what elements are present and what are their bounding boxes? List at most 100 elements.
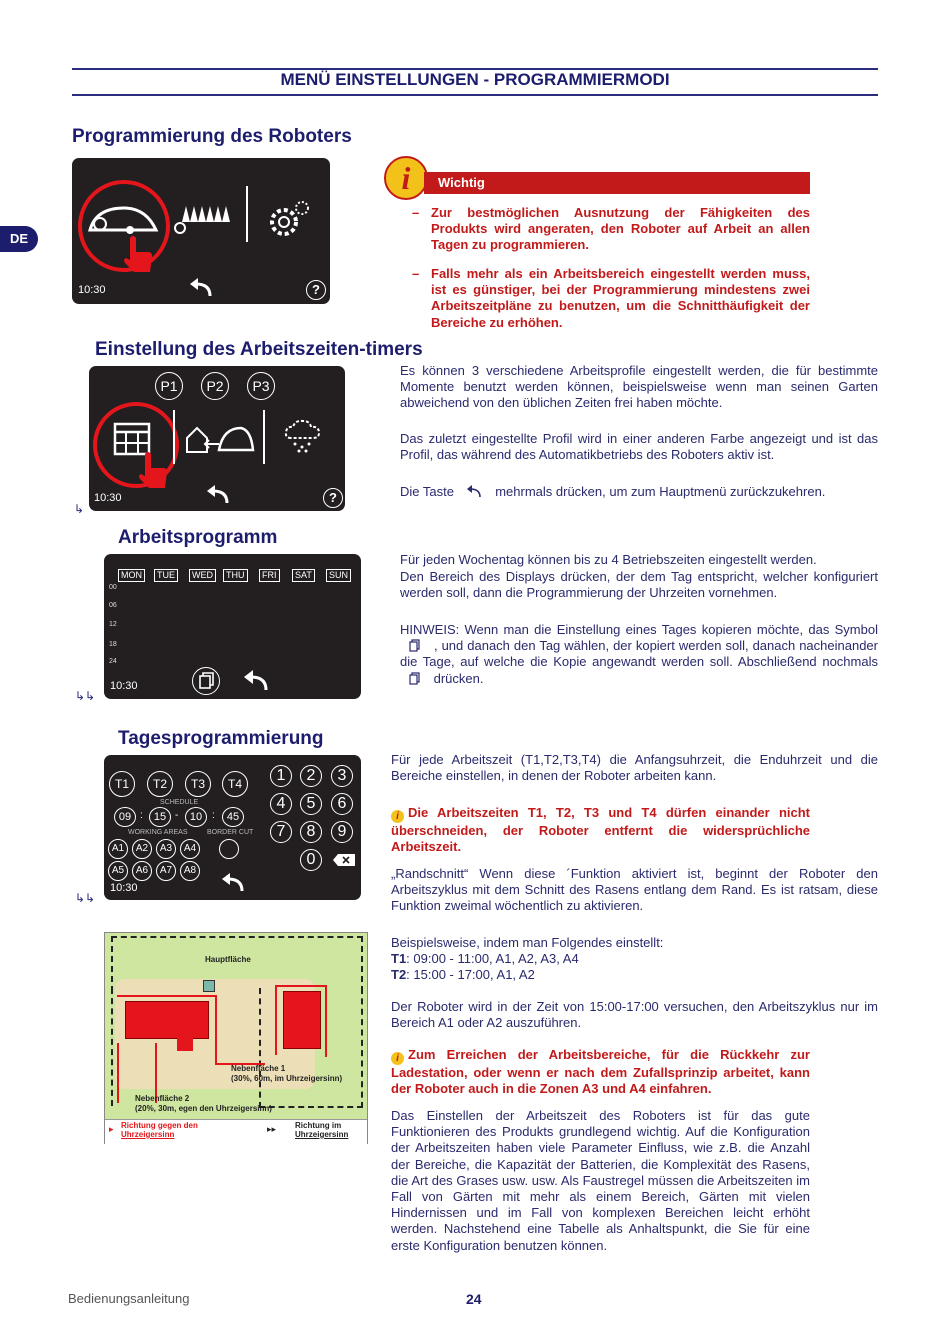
- slot-t2[interactable]: T2: [147, 771, 173, 797]
- important-item-1: – Zur bestmöglichen Ausnutzung der Fähig…: [412, 205, 810, 253]
- legend-ccw-1: Richtung gegen den: [121, 1121, 198, 1130]
- area-a3[interactable]: A3: [156, 839, 176, 859]
- page-number: 24: [466, 1291, 482, 1307]
- path-line: [117, 1043, 119, 1103]
- path-line: [275, 985, 277, 1055]
- slot-t1[interactable]: T1: [109, 771, 135, 797]
- area1-label-1: Nebenfläche 1: [231, 1064, 286, 1073]
- day-thu[interactable]: THU: [223, 569, 248, 582]
- area-a7[interactable]: A7: [156, 861, 176, 881]
- rain-cloud-icon[interactable]: [283, 418, 323, 454]
- schedule-start-minute[interactable]: 15: [149, 807, 171, 827]
- path-line: [325, 985, 327, 1057]
- day-fri[interactable]: FRI: [259, 569, 280, 582]
- important-banner: Wichtig: [424, 172, 810, 194]
- path-line: [117, 995, 217, 997]
- legend-cw-2: Uhrzeigersinn: [295, 1130, 349, 1139]
- area-a1[interactable]: A1: [108, 839, 128, 859]
- area-a8[interactable]: A8: [180, 861, 200, 881]
- screen-time: 10:30: [110, 882, 138, 894]
- screen-main-menu: 10:30 ?: [72, 158, 330, 304]
- screen-weekly-program: MON TUE WED THU FRI SAT SUN 00 06 12 18 …: [104, 554, 361, 699]
- copy-icon: [199, 672, 214, 689]
- key-8[interactable]: 8: [300, 821, 322, 843]
- profile-p2[interactable]: P2: [201, 372, 229, 400]
- hand-pointer-icon: [124, 236, 152, 272]
- back-arrow-icon[interactable]: [188, 276, 214, 298]
- text-example-result: Der Roboter wird in der Zeit von 15:00-1…: [391, 999, 878, 1031]
- header-rule-bottom: [72, 94, 878, 96]
- important-label: Wichtig: [438, 175, 485, 190]
- schedule-start-hour[interactable]: 09: [114, 807, 136, 827]
- day-sun[interactable]: SUN: [326, 569, 352, 582]
- calendar-icon[interactable]: [113, 420, 153, 456]
- day-sat[interactable]: SAT: [292, 569, 315, 582]
- key-3[interactable]: 3: [331, 765, 353, 787]
- day-tue[interactable]: TUE: [154, 569, 178, 582]
- profile-p3[interactable]: P3: [247, 372, 275, 400]
- text-active-profile: Das zuletzt eingestellte Profil wird in …: [400, 431, 878, 463]
- border-cut-toggle[interactable]: [219, 839, 239, 859]
- left-boundary: [111, 988, 115, 1106]
- screen-time: 10:30: [110, 680, 138, 692]
- day-mon[interactable]: MON: [118, 569, 145, 582]
- gear-icon[interactable]: [264, 198, 314, 242]
- help-button[interactable]: ?: [306, 280, 326, 300]
- legend-box: [105, 1119, 367, 1144]
- text-example-t2: T2: 15:00 - 17:00, A1, A2: [391, 967, 878, 983]
- divider: [246, 186, 248, 242]
- legend-cw-1: Richtung im: [295, 1121, 342, 1130]
- robot-settings-icon: [78, 180, 170, 272]
- slot-t3[interactable]: T3: [185, 771, 211, 797]
- key-7[interactable]: 7: [270, 821, 292, 843]
- slot-t4[interactable]: T4: [222, 771, 248, 797]
- working-areas-label: WORKING AREAS: [128, 829, 188, 836]
- info-icon: i: [384, 156, 428, 200]
- screen-day-program: T1 T2 T3 T4 SCHEDULE 09 : 15 - 10 : 45 W…: [104, 755, 361, 900]
- text-border-cut: „Randschnitt“ Wenn diese ´Funktion aktiv…: [391, 866, 878, 914]
- day-wed[interactable]: WED: [189, 569, 216, 582]
- robot-icon: [88, 206, 159, 234]
- section-title-timer: Einstellung des Arbeitszeiten-timers: [95, 339, 423, 360]
- back-arrow-icon[interactable]: [242, 668, 270, 692]
- area-a6[interactable]: A6: [132, 861, 152, 881]
- key-4[interactable]: 4: [270, 793, 292, 815]
- calendar-selection-ring: [93, 402, 179, 488]
- important-text-1: Zur bestmöglichen Ausnutzung der Fähigke…: [431, 205, 810, 253]
- profile-p1[interactable]: P1: [155, 372, 183, 400]
- copy-inline-icon: [409, 639, 420, 652]
- copy-button[interactable]: [192, 667, 220, 695]
- text-example-t1: T1: 09:00 - 11:00, A1, A2, A3, A4: [391, 951, 878, 967]
- help-button[interactable]: ?: [323, 488, 343, 508]
- text-copy-note-c: drücken.: [433, 670, 484, 686]
- area-a4[interactable]: A4: [180, 839, 200, 859]
- important-text-2: Falls mehr als ein Arbeitsbereich einges…: [431, 266, 810, 330]
- path-line: [215, 1063, 265, 1065]
- screen-time: 10:30: [94, 492, 122, 504]
- key-0[interactable]: 0: [300, 849, 322, 871]
- text-zone-warning-text: Zum Erreichen der Arbeitsbereiche, für d…: [391, 1047, 810, 1097]
- schedule-end-minute[interactable]: 45: [222, 807, 244, 827]
- key-9[interactable]: 9: [331, 821, 353, 843]
- key-2[interactable]: 2: [300, 765, 322, 787]
- area-a5[interactable]: A5: [108, 861, 128, 881]
- back-arrow-icon[interactable]: [205, 483, 231, 505]
- area2-label-2: (20%, 30m, egen den Uhrzeigersinn): [135, 1104, 272, 1113]
- hour-label: 00: [109, 584, 117, 591]
- text-back-key-b: mehrmals drücken, um zum Hauptmenü zurüc…: [495, 484, 826, 499]
- backspace-icon[interactable]: [332, 853, 356, 867]
- back-arrow-icon[interactable]: [220, 871, 246, 893]
- schedule-end-hour[interactable]: 10: [185, 807, 207, 827]
- area-a2[interactable]: A2: [132, 839, 152, 859]
- screen-time: 10:30: [78, 284, 106, 296]
- t2-value: : 15:00 - 17:00, A1, A2: [406, 967, 535, 982]
- key-5[interactable]: 5: [300, 793, 322, 815]
- text-importance: Das Einstellen der Arbeitszeit des Robot…: [391, 1108, 810, 1253]
- key-1[interactable]: 1: [270, 765, 292, 787]
- hour-label: 18: [109, 641, 117, 648]
- robot-home-icon[interactable]: [185, 422, 255, 456]
- text-display-area: Den Bereich des Displays drücken, der de…: [400, 569, 878, 601]
- key-6[interactable]: 6: [331, 793, 353, 815]
